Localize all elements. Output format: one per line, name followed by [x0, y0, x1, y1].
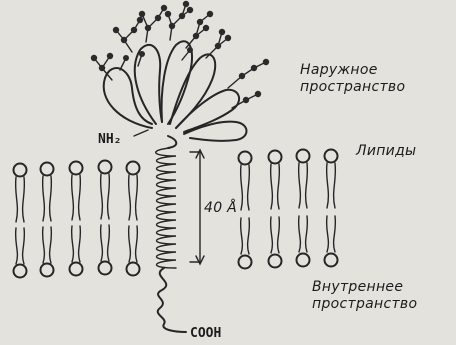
outer-space-label: Наружное пространство [300, 62, 405, 96]
c-terminus-label: COOH [190, 326, 221, 341]
cytoplasmic-tail [158, 268, 186, 332]
outer-space-line-1: Наружное [300, 62, 405, 79]
inner-space-label: Внутреннее пространство [312, 279, 417, 313]
lipids-label: Липиды [356, 143, 416, 160]
thickness-bracket [190, 150, 204, 264]
lipids-left [14, 161, 140, 278]
transmembrane-helix [156, 136, 177, 268]
thickness-label: 40 Å [204, 200, 237, 217]
inner-space-line-1: Внутреннее [312, 279, 417, 296]
lipids-right [239, 150, 338, 269]
n-terminus-bond [134, 130, 148, 136]
outer-space-line-2: пространство [300, 79, 405, 96]
n-terminus-label: NH₂ [98, 132, 121, 147]
inner-space-line-2: пространство [312, 296, 417, 313]
